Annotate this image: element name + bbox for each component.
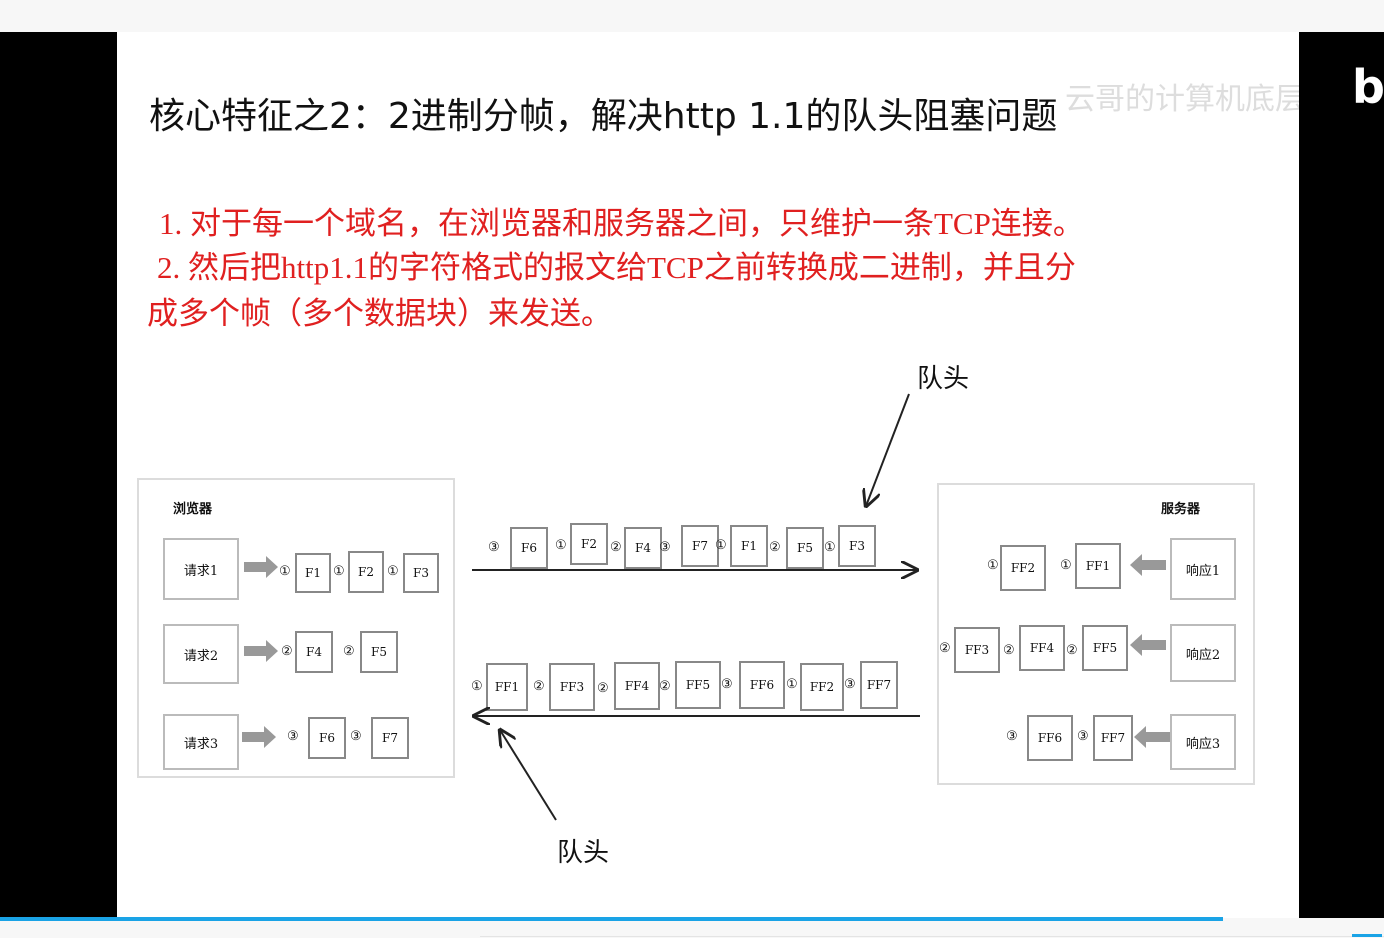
frame: FF1 — [486, 663, 528, 711]
stream-number: ③ — [1077, 729, 1089, 744]
stream-number: ③ — [287, 729, 299, 744]
request-1: 请求1 — [163, 538, 239, 600]
browser-label: 浏览器 — [173, 502, 213, 517]
frame: F7 — [371, 717, 409, 759]
stream-number: ① — [715, 538, 727, 553]
stream-number: ② — [1003, 643, 1015, 658]
stream-number: ② — [659, 679, 671, 694]
top-bar — [0, 0, 1384, 32]
stream-number: ② — [281, 644, 293, 659]
head-of-line-label-bottom: 队头 — [557, 838, 610, 868]
frame: F5 — [360, 631, 398, 673]
point-2-line-1: 2. 然后把http1.1的字符格式的报文给TCP之前转换成二进制，并且分 — [157, 250, 1076, 285]
frame: F4 — [624, 527, 662, 569]
frame: F2 — [570, 523, 608, 565]
player-bottom-bar — [0, 921, 1384, 938]
stream-number: ① — [279, 564, 291, 579]
frame: F2 — [348, 551, 384, 593]
stream-number: ② — [939, 641, 951, 656]
stream-number: ③ — [721, 677, 733, 692]
browser-arrow-1 — [244, 556, 278, 578]
frame: FF3 — [954, 627, 1000, 673]
server-arrow-3 — [1134, 726, 1170, 748]
stream-number: ③ — [844, 677, 856, 692]
frame: F3 — [838, 525, 876, 567]
stream-number: ② — [769, 540, 781, 555]
frame: FF4 — [1019, 625, 1065, 671]
frame: F7 — [681, 525, 719, 567]
frame: FF6 — [739, 661, 785, 709]
stream-number: ③ — [659, 540, 671, 555]
stream-number: ② — [610, 540, 622, 555]
frame: FF2 — [1000, 545, 1046, 591]
stream-number: ① — [387, 564, 399, 579]
divider-line — [480, 936, 1384, 937]
stream-number: ① — [824, 540, 836, 555]
server-label: 服务器 — [1161, 502, 1201, 517]
slide-title: 核心特征之2：2进制分帧，解决http 1.1的队头阻塞问题 — [149, 96, 1058, 137]
browser-arrow-3 — [242, 726, 276, 748]
frame: F4 — [295, 631, 333, 673]
stream-number: ② — [533, 679, 545, 694]
frame: F1 — [295, 553, 331, 593]
stream-number: ③ — [1006, 729, 1018, 744]
head-of-line-label-top: 队头 — [917, 364, 970, 394]
stream-number: ① — [333, 564, 345, 579]
frame: FF1 — [1075, 543, 1121, 589]
frame: FF5 — [675, 661, 721, 709]
frame: FF5 — [1082, 625, 1128, 671]
stream-number: ② — [1066, 643, 1078, 658]
progress-indicator — [1352, 934, 1382, 937]
frame: FF7 — [1093, 715, 1133, 761]
stream-number: ① — [786, 677, 798, 692]
response-3: 响应3 — [1170, 714, 1236, 770]
stream-number: ③ — [488, 540, 500, 555]
frame: F1 — [730, 525, 768, 567]
point-1: 1. 对于每一个域名，在浏览器和服务器之间，只维护一条TCP连接。 — [159, 206, 1084, 241]
watermark-text: 云哥的计算机底层课 — [1065, 82, 1299, 117]
frame: F3 — [403, 553, 439, 593]
video-progress-bar[interactable] — [0, 917, 1223, 921]
frame: FF2 — [800, 663, 844, 711]
frame: F6 — [510, 527, 548, 569]
server-arrow-2 — [1130, 634, 1166, 656]
stream-number: ① — [1060, 558, 1072, 573]
frame: FF3 — [549, 663, 595, 711]
response-1: 响应1 — [1170, 538, 1236, 600]
diagram-lines — [472, 393, 920, 821]
frame: F5 — [786, 527, 824, 569]
stream-number: ① — [987, 558, 999, 573]
frame: FF6 — [1027, 715, 1073, 761]
frame: F6 — [308, 717, 346, 759]
request-2: 请求2 — [163, 624, 239, 684]
frame: FF7 — [860, 661, 898, 709]
stream-number: ② — [343, 644, 355, 659]
stream-number: ③ — [350, 729, 362, 744]
bilibili-logo-icon: b — [1352, 60, 1384, 114]
point-2-line-2: 成多个帧（多个数据块）来发送。 — [147, 296, 612, 331]
browser-arrow-2 — [244, 640, 278, 662]
request-3: 请求3 — [163, 714, 239, 770]
stream-number: ② — [597, 681, 609, 696]
stream-number: ① — [471, 679, 483, 694]
response-2: 响应2 — [1170, 624, 1236, 682]
slide: 核心特征之2：2进制分帧，解决http 1.1的队头阻塞问题 1. 对于每一个域… — [117, 32, 1299, 918]
frame: FF4 — [614, 662, 660, 710]
server-arrow-1 — [1130, 554, 1166, 576]
stream-number: ① — [555, 538, 567, 553]
